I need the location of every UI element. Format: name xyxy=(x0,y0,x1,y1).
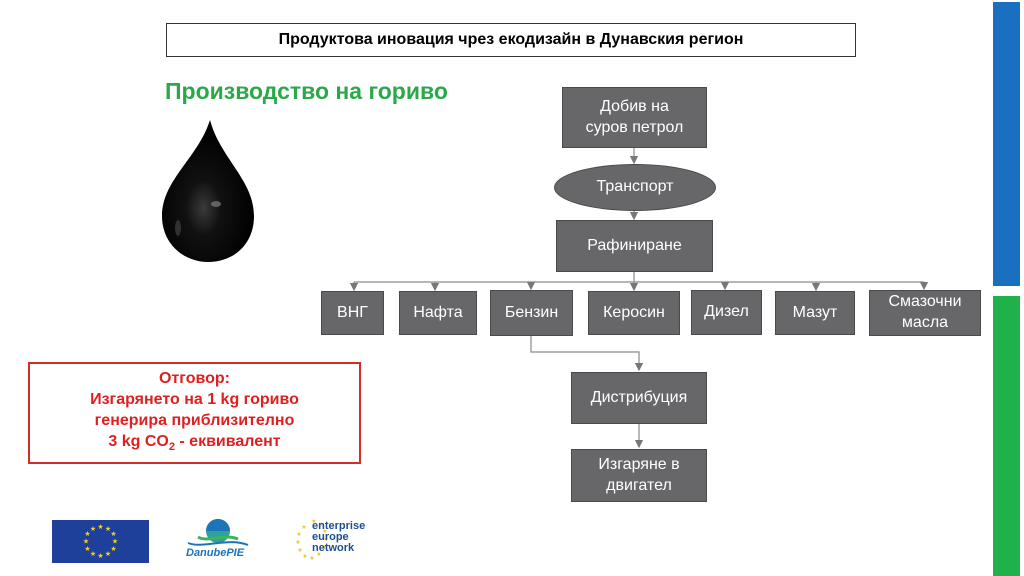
section-subtitle: Производство на гориво xyxy=(165,78,448,104)
svg-text:★: ★ xyxy=(296,531,301,538)
enterprise-europe-network-logo: ★★★ ★★★ ★★★ ★★★ enterprise europe networ… xyxy=(290,515,390,569)
node-lubricants: Смазочни масла xyxy=(869,290,981,336)
node-refining: Рафиниране xyxy=(556,220,713,272)
oil-drop-icon xyxy=(162,120,254,262)
svg-text:★: ★ xyxy=(83,538,89,546)
svg-text:★: ★ xyxy=(301,524,306,531)
node-label-line: масла xyxy=(901,314,949,331)
node-label-line: суров петрол xyxy=(585,118,684,136)
side-accent-green xyxy=(993,296,1020,576)
svg-text:★: ★ xyxy=(295,539,300,546)
answer-line: генерира приблизително xyxy=(94,411,295,429)
svg-text:★: ★ xyxy=(309,555,314,562)
een-word: europe xyxy=(312,531,349,543)
een-word: enterprise xyxy=(312,520,366,532)
node-label-line: Добив на xyxy=(600,97,669,115)
eu-flag-logo: ★ ★ ★ ★ ★ ★ ★ ★ ★ ★ ★ ★ xyxy=(52,520,149,563)
node-kerosene: Керосин xyxy=(588,291,680,335)
svg-text:★: ★ xyxy=(321,544,326,551)
answer-line: Изгарянето на 1 kg гориво xyxy=(90,390,299,408)
svg-text:★: ★ xyxy=(110,545,116,553)
answer-line: 3 kg CO2 - еквивалент xyxy=(108,431,280,458)
svg-text:★: ★ xyxy=(84,530,90,538)
svg-text:★: ★ xyxy=(297,547,302,554)
svg-text:★: ★ xyxy=(97,523,103,531)
node-engine-combustion: Изгаряне в двигател xyxy=(571,449,707,502)
node-label-line: Изгаряне в xyxy=(598,455,680,473)
node-diesel: Дизел xyxy=(691,290,762,335)
node-naphtha: Нафта xyxy=(399,291,477,335)
svg-text:★: ★ xyxy=(84,545,90,553)
answer-co2-suffix: - еквивалент xyxy=(174,432,281,450)
eu-stars-icon: ★ ★ ★ ★ ★ ★ ★ ★ ★ ★ ★ ★ xyxy=(83,523,118,560)
svg-text:★: ★ xyxy=(323,536,328,543)
side-accent-blue xyxy=(993,2,1020,286)
node-fuel-oil: Мазут xyxy=(775,291,855,335)
node-lpg: ВНГ xyxy=(321,291,384,335)
svg-text:★: ★ xyxy=(110,530,116,538)
svg-text:★: ★ xyxy=(90,550,96,558)
answer-heading: Отговор: xyxy=(158,369,230,387)
svg-text:★: ★ xyxy=(316,551,321,558)
svg-text:★: ★ xyxy=(311,518,316,525)
header-title: Продуктова иновация чрез екодизайн в Дун… xyxy=(166,23,856,57)
answer-box: Отговор: Изгарянето на 1 kg гориво генер… xyxy=(28,362,361,464)
een-wordmark: enterprise europe network xyxy=(312,521,365,554)
svg-text:★: ★ xyxy=(105,525,111,533)
danubepie-emblem-icon xyxy=(187,519,249,546)
een-stars-icon: ★★★ ★★★ ★★★ ★★★ xyxy=(295,518,328,562)
node-transport: Транспорт xyxy=(554,164,716,211)
answer-co2-subscript: 2 xyxy=(168,441,175,454)
node-distribution: Дистрибуция xyxy=(571,372,707,424)
node-label-line: двигател xyxy=(606,476,672,494)
svg-text:★: ★ xyxy=(322,528,327,535)
svg-text:★: ★ xyxy=(90,525,96,533)
node-label-line: Смазочни xyxy=(888,293,962,311)
svg-text:★: ★ xyxy=(318,521,323,528)
danubepie-wordmark: DanubePIE xyxy=(186,547,245,559)
svg-text:★: ★ xyxy=(105,550,111,558)
svg-text:★: ★ xyxy=(112,538,118,546)
node-crude-extraction: Добив на суров петрол xyxy=(562,87,707,148)
een-word: network xyxy=(312,542,355,554)
svg-text:★: ★ xyxy=(302,553,307,560)
danubepie-logo: DanubePIE xyxy=(178,515,262,569)
answer-co2-text: 3 kg CO xyxy=(108,432,169,450)
node-gasoline: Бензин xyxy=(490,290,573,336)
svg-text:★: ★ xyxy=(97,552,103,560)
